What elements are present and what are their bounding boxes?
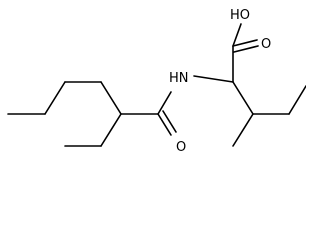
- bond-beta-methyl: [232, 113, 254, 147]
- bond-amide-co-1: [157, 113, 172, 136]
- hydroxyl-label: HO: [230, 8, 250, 23]
- bond-alpha-beta: [232, 81, 254, 115]
- skeletal-formula: HO O HN O: [7, 8, 306, 155]
- structure-diagram: HO O HN O: [7, 8, 306, 155]
- bond-acid-co-2: [233, 45, 259, 53]
- bond-ch-ethyl: [100, 113, 122, 147]
- bond-acid-co-1: [232, 39, 258, 47]
- amide-oxygen-label: O: [176, 140, 186, 155]
- bond-c2-c3: [44, 81, 66, 115]
- bond-carbonyl-n: [157, 91, 172, 115]
- bond-amide-co-2: [162, 110, 177, 133]
- acid-oxygen-label: O: [261, 37, 271, 52]
- bond-c4-ch: [100, 81, 122, 115]
- amide-nh-label: HN: [169, 71, 189, 86]
- bond-acid-oh: [232, 23, 242, 47]
- bond-ethyl-end: [288, 85, 306, 115]
- bond-n-alpha: [193, 75, 234, 83]
